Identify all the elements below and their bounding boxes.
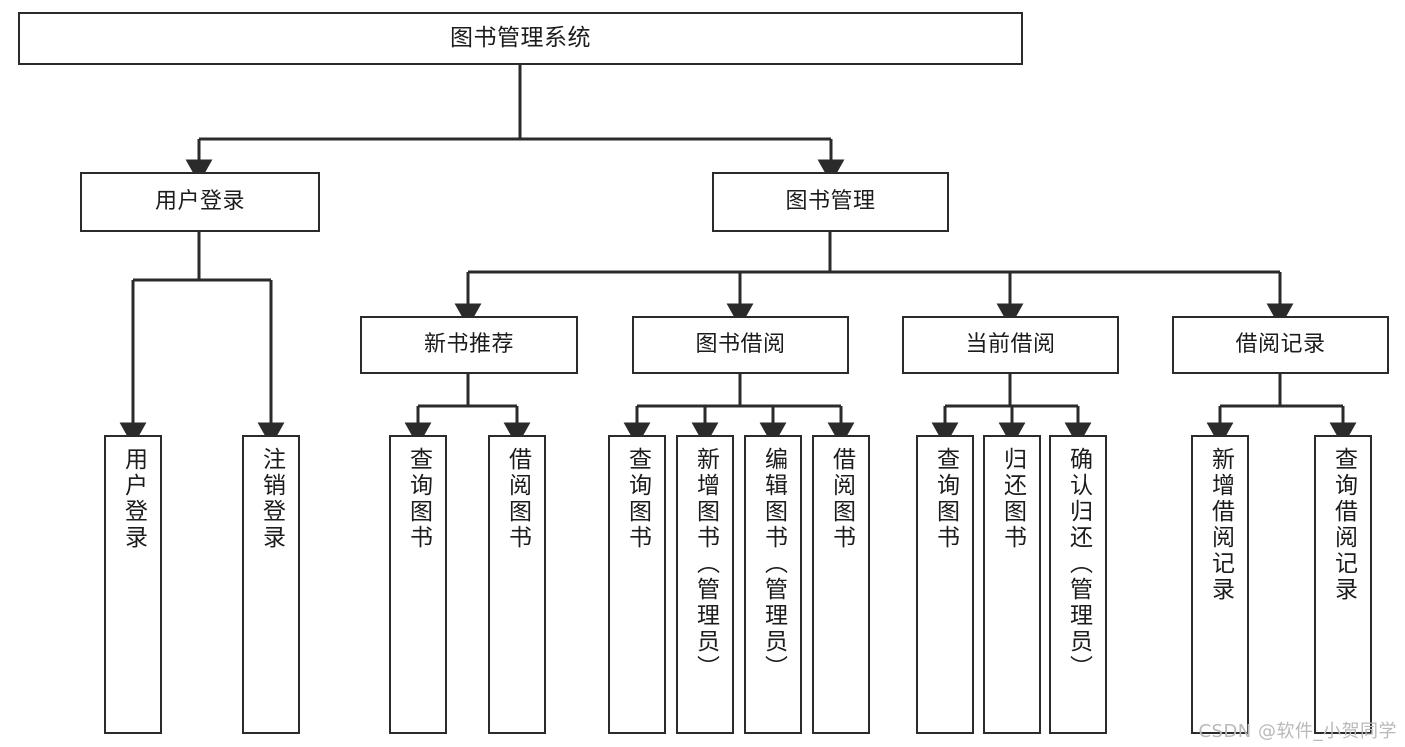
- node-label: 借阅记录: [1235, 332, 1326, 358]
- node-label: 用户登录: [120, 447, 147, 551]
- node-label: 借阅图书: [504, 447, 531, 551]
- leaf-book-borrow-edit-book-admin[interactable]: 编辑图书（管理员）: [744, 435, 802, 734]
- leaf-user-login-login[interactable]: 用户登录: [104, 435, 162, 734]
- node-book-management[interactable]: 图书管理: [712, 172, 949, 232]
- node-current-borrow[interactable]: 当前借阅: [902, 316, 1119, 374]
- leaf-user-login-logout[interactable]: 注销登录: [242, 435, 300, 734]
- node-label: 新书推荐: [423, 332, 514, 358]
- leaf-current-borrow-confirm-return-admin[interactable]: 确认归还（管理员）: [1049, 435, 1107, 734]
- node-label: 归还图书: [999, 447, 1026, 551]
- leaf-current-borrow-query-book[interactable]: 查询图书: [916, 435, 974, 734]
- node-label: 查询图书: [624, 447, 651, 551]
- node-label: 图书管理: [785, 189, 876, 215]
- csdn-watermark: CSDN @软件_小贺同学: [1198, 721, 1397, 742]
- leaf-new-book-query-book[interactable]: 查询图书: [389, 435, 447, 734]
- node-user-login[interactable]: 用户登录: [80, 172, 320, 232]
- leaf-borrow-record-query-record[interactable]: 查询借阅记录: [1314, 435, 1372, 734]
- leaf-book-borrow-add-book-admin[interactable]: 新增图书（管理员）: [676, 435, 734, 734]
- leaf-book-borrow-query-book[interactable]: 查询图书: [608, 435, 666, 734]
- node-label: 新增借阅记录: [1207, 447, 1234, 603]
- leaf-borrow-record-add-record[interactable]: 新增借阅记录: [1191, 435, 1249, 734]
- leaf-book-borrow-borrow-book[interactable]: 借阅图书: [812, 435, 870, 734]
- node-book-borrow[interactable]: 图书借阅: [632, 316, 849, 374]
- node-label: 新增图书（管理员）: [692, 447, 719, 681]
- node-label: 查询图书: [405, 447, 432, 551]
- node-label: 用户登录: [154, 189, 245, 215]
- node-label: 编辑图书（管理员）: [760, 447, 787, 681]
- node-root-book-management-system[interactable]: 图书管理系统: [18, 12, 1023, 65]
- leaf-current-borrow-return-book[interactable]: 归还图书: [983, 435, 1041, 734]
- node-new-book-recommend[interactable]: 新书推荐: [360, 316, 578, 374]
- node-label: 查询借阅记录: [1330, 447, 1357, 603]
- node-label: 确认归还（管理员）: [1065, 447, 1092, 681]
- node-label: 当前借阅: [965, 332, 1056, 358]
- node-label: 图书借阅: [695, 332, 786, 358]
- node-borrow-record[interactable]: 借阅记录: [1172, 316, 1389, 374]
- leaf-new-book-borrow-book[interactable]: 借阅图书: [488, 435, 546, 734]
- node-label: 注销登录: [258, 447, 285, 551]
- node-label: 查询图书: [932, 447, 959, 551]
- node-label: 图书管理系统: [450, 24, 591, 51]
- node-label: 借阅图书: [828, 447, 855, 551]
